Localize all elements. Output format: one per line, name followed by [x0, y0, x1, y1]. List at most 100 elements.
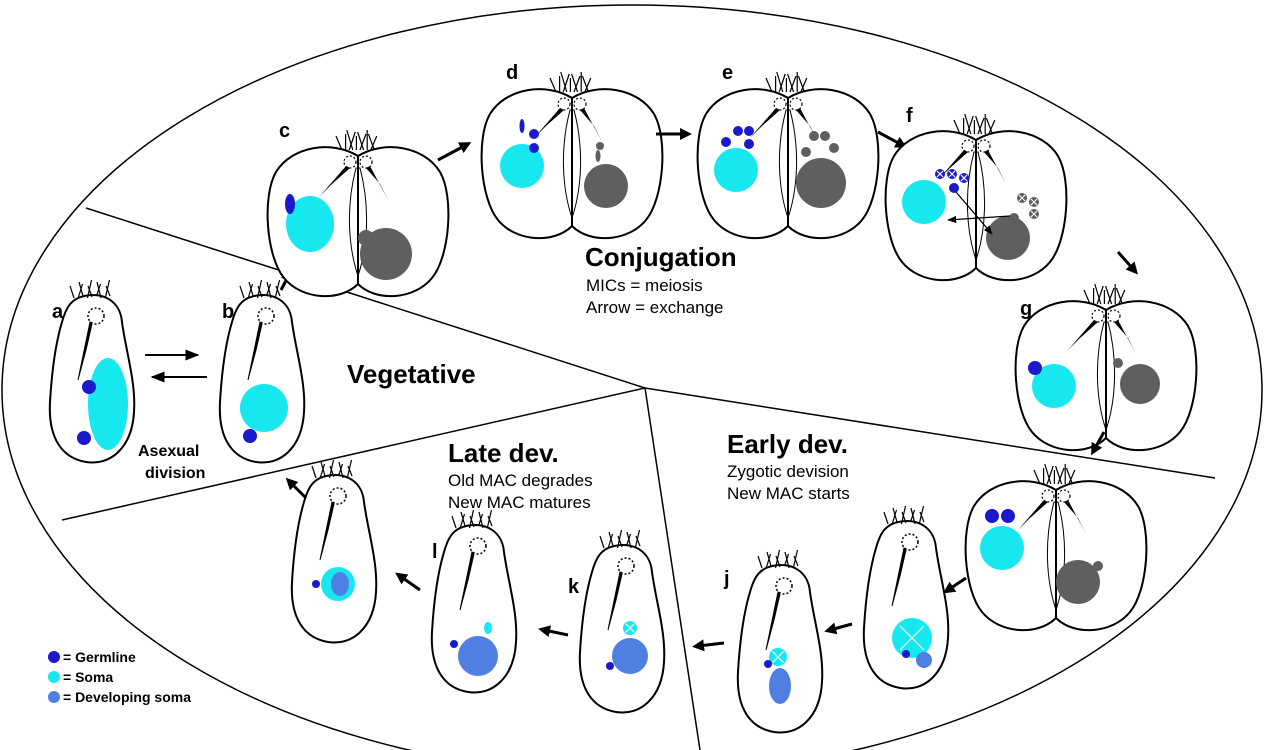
cell-m — [292, 460, 376, 643]
late-dev-title: Late dev. — [448, 438, 559, 468]
cell-j-oral-pore — [776, 578, 792, 594]
cell-b-macronucleus — [240, 384, 288, 432]
cell-c-oral-pore-left — [344, 156, 356, 168]
cell-i — [864, 506, 948, 689]
legend-developing-dot — [48, 691, 60, 703]
arrow-m-to-a — [290, 482, 306, 498]
legend-developing-label: = Developing soma — [63, 689, 191, 705]
conjugation-line-2: Arrow = exchange — [586, 298, 724, 317]
cell-h-mic-2 — [1001, 509, 1015, 523]
cell-a-micronucleus-2 — [77, 431, 91, 445]
cell-j — [738, 550, 822, 733]
cell-e-mic-3 — [744, 126, 754, 136]
cell-i-anlagen — [916, 652, 932, 668]
cell-a-macronucleus — [88, 358, 128, 450]
cell-e-mic-4 — [744, 139, 754, 149]
cell-e-mac-right — [796, 158, 846, 208]
panel-label-c: c — [279, 120, 290, 142]
panel-label-l: l — [432, 541, 438, 563]
cell-g-mic-right — [1113, 358, 1123, 368]
asexual-note-1: Asexual — [138, 443, 199, 460]
cell-l-oral-pore — [470, 538, 486, 554]
panel-label-f: f — [906, 105, 913, 127]
cell-g-mac-right — [1120, 364, 1160, 404]
cell-m-cilium — [312, 466, 316, 478]
cell-l-new-mac — [458, 636, 498, 676]
cell-e-oral-pore-right — [790, 98, 802, 110]
cell-b-micronucleus — [243, 429, 257, 443]
cell-f — [886, 114, 1067, 280]
cell-m-mic — [312, 580, 320, 588]
panel-label-k: k — [568, 576, 580, 598]
cell-e-mic-right-4 — [829, 143, 839, 153]
cell-h-mic-right-1 — [1082, 564, 1094, 576]
cell-i-mic — [902, 650, 910, 658]
early-dev-title: Early dev. — [727, 429, 848, 459]
cell-j-new-mac — [769, 668, 791, 704]
panel-label-d: d — [506, 62, 518, 84]
cell-d-mac-right — [584, 164, 628, 208]
cell-d-oral-pore-left — [558, 98, 570, 110]
cell-l-cilium — [452, 516, 456, 528]
cell-e-mac-left — [714, 148, 758, 192]
legend-germline-dot — [48, 651, 60, 663]
panel-label-e: e — [722, 62, 733, 84]
cell-d-mic-elongated — [520, 119, 525, 133]
cell-k-cilium — [600, 536, 604, 548]
cell-j-cilium — [758, 556, 762, 568]
cell-g-oral-pore-right — [1108, 310, 1120, 322]
legend-soma-label: = Soma — [63, 669, 113, 685]
cell-d — [482, 72, 663, 238]
cell-f-mic-right-4 — [1009, 213, 1019, 223]
early-dev-line-1: Zygotic devision — [727, 462, 849, 481]
cell-e-mic-2 — [733, 126, 743, 136]
cell-e-oral-pore-left — [774, 98, 786, 110]
early-dev-line-2: New MAC starts — [727, 484, 850, 503]
cell-d-mic-right-2 — [596, 150, 601, 162]
cell-g — [1016, 284, 1197, 450]
cell-a-micronucleus-1 — [82, 380, 96, 394]
cell-i-cilium — [884, 512, 888, 524]
cell-i-oral-pore — [902, 534, 918, 550]
arrow-l-to-m — [400, 576, 420, 590]
cell-h — [966, 464, 1147, 630]
cell-c — [268, 130, 449, 296]
arrow-i-to-j — [830, 624, 852, 630]
cell-b-oral-pore — [258, 308, 274, 324]
arrow-j-to-k — [698, 643, 724, 646]
cell-h-oral-pore-right — [1058, 490, 1070, 502]
cell-c-mic-left — [285, 194, 295, 214]
cell-h-mic-right-2 — [1093, 561, 1103, 571]
cell-f-mic-4 — [949, 183, 959, 193]
cell-d-mic-right-1 — [596, 142, 604, 150]
cell-k — [580, 530, 664, 713]
cell-c-oral-pore-right — [360, 156, 372, 168]
cell-m-oral-pore — [330, 488, 346, 504]
cell-m-mac-core — [331, 572, 349, 596]
cell-j-mic — [764, 660, 772, 668]
cell-e-mic-right-2 — [809, 131, 819, 141]
cell-e — [698, 72, 879, 238]
cell-h-mic-1 — [985, 509, 999, 523]
cell-d-mic-2 — [529, 143, 539, 153]
cell-a-oral-pore — [88, 308, 104, 324]
cell-k-oral-pore — [618, 558, 634, 574]
cell-l-mic — [450, 640, 458, 648]
cell-e-mic-right-1 — [801, 147, 811, 157]
cell-k-mic — [606, 662, 614, 670]
cell-a-cilium — [70, 286, 74, 298]
cell-k-new-mac — [612, 638, 648, 674]
cell-d-mic-1 — [529, 129, 539, 139]
panel-label-j: j — [723, 568, 730, 590]
cell-c-mic-right — [358, 230, 374, 246]
arrow-k-to-l — [544, 630, 568, 635]
vegetative-title: Vegetative — [347, 359, 476, 389]
arrow-f-to-g — [1118, 252, 1134, 270]
cell-e-mic-1 — [721, 137, 731, 147]
asexual-note-2: division — [145, 465, 205, 482]
late-dev-line-1: Old MAC degrades — [448, 471, 593, 490]
cell-d-oral-pore-right — [574, 98, 586, 110]
cell-f-mac-right — [986, 216, 1030, 260]
cell-f-oral-pore-left — [962, 140, 974, 152]
